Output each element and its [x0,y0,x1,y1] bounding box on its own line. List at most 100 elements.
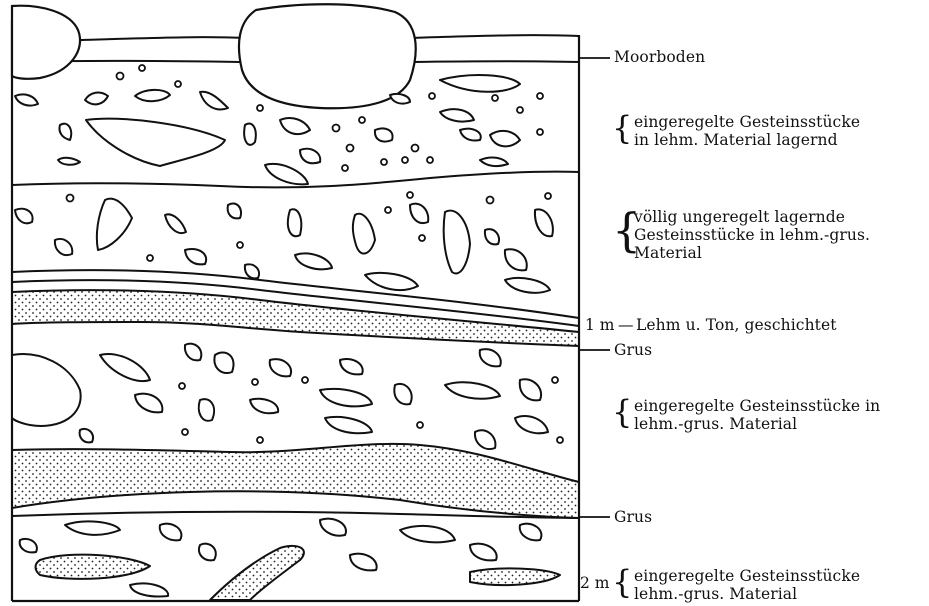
stone [245,264,259,278]
pebble [139,65,145,71]
stone [485,229,499,244]
pebble [237,242,243,248]
stone [55,239,72,255]
surface-boulder-left [12,6,80,79]
pebble [179,383,185,389]
stone [505,278,550,293]
pebble [117,73,124,80]
stone [520,379,541,400]
stone [59,124,71,140]
stone [475,430,496,449]
stone [228,203,241,218]
stone [365,273,418,290]
stone [199,399,214,421]
stone [445,382,500,399]
pebble [402,157,408,163]
pebble [429,93,435,99]
stone [535,209,553,236]
pebble [385,207,391,213]
stone [390,94,410,104]
pebble [537,93,543,99]
stone [165,214,186,233]
stone [340,359,363,374]
stone [353,214,375,254]
stone [185,344,201,361]
label-moorboden: Moorboden [614,48,705,66]
label-layer2-line1: völlig ungeregelt lagernde [634,208,870,226]
stone [244,124,256,145]
depth-1m: 1 m [585,316,615,334]
label-grus-lower: Grus [614,508,652,526]
stone [295,253,332,269]
stone [480,349,501,366]
stone [100,354,150,381]
grus-band-lower [12,444,579,518]
stone-dotted [36,555,151,579]
stone [288,209,301,236]
stone [270,359,291,376]
grus-band-upper [12,290,579,346]
stone [135,90,170,101]
stone-dotted [210,546,304,600]
stone [505,249,527,270]
stone [394,384,411,404]
stone [520,524,542,541]
stone [375,128,393,141]
pebble [333,125,340,132]
stone [300,149,320,164]
brace-layer1: { [612,112,632,144]
stone [97,199,132,250]
stone [515,416,548,433]
pebble [427,157,433,163]
stone [80,429,93,442]
stone-large-left [12,354,81,426]
label-layer4-line1: eingeregelte Gesteinsstücke in [634,397,880,415]
stone [400,526,455,542]
stone [185,249,206,264]
pebble [492,95,498,101]
label-lehm-ton: Lehm u. Ton, geschichtet [636,316,837,334]
stone [265,164,308,184]
stone [440,75,520,92]
label-layer1-line1: eingeregelte Gesteinsstücke [634,113,860,131]
stone [410,204,428,223]
label-dash: — [618,316,634,334]
label-layer1: eingeregelte Gesteinsstücke in lehm. Mat… [634,113,860,149]
stone [20,539,37,552]
brace-layer6: { [612,566,632,598]
label-layer1-line2: in lehm. Material lagernd [634,131,860,149]
pebble [419,235,425,241]
stone [470,544,497,561]
label-layer2-line3: Material [634,244,870,262]
stone [440,109,474,121]
pebble [175,81,181,87]
stone [320,389,372,406]
label-grus-upper: Grus [614,341,652,359]
stone [135,394,162,413]
label-layer2-line2: Gesteinsstücke in lehm.-grus. [634,226,870,244]
label-layer2: völlig ungeregelt lagernde Gesteinsstück… [634,208,870,262]
label-layer4-line2: lehm.-grus. Material [634,415,880,433]
stone [86,119,225,166]
stone [460,129,481,141]
pebble [252,379,258,385]
pebble [257,437,263,443]
pebble [359,117,365,123]
stone [320,519,346,536]
stone [130,583,168,596]
pebble [302,377,308,383]
stone [444,211,470,274]
stone [58,158,80,165]
label-layer6: eingeregelte Gesteinsstücke lehm.-grus. … [634,567,860,603]
label-layer6-line2: lehm.-grus. Material [634,585,860,603]
pebble [545,193,551,199]
pebble [182,429,188,435]
stone [200,92,228,110]
stone-dotted [470,568,560,585]
pebble [342,165,348,171]
pebble [147,255,153,261]
pebble [347,145,354,152]
brace-layer4: { [612,396,632,428]
stone [15,209,33,224]
